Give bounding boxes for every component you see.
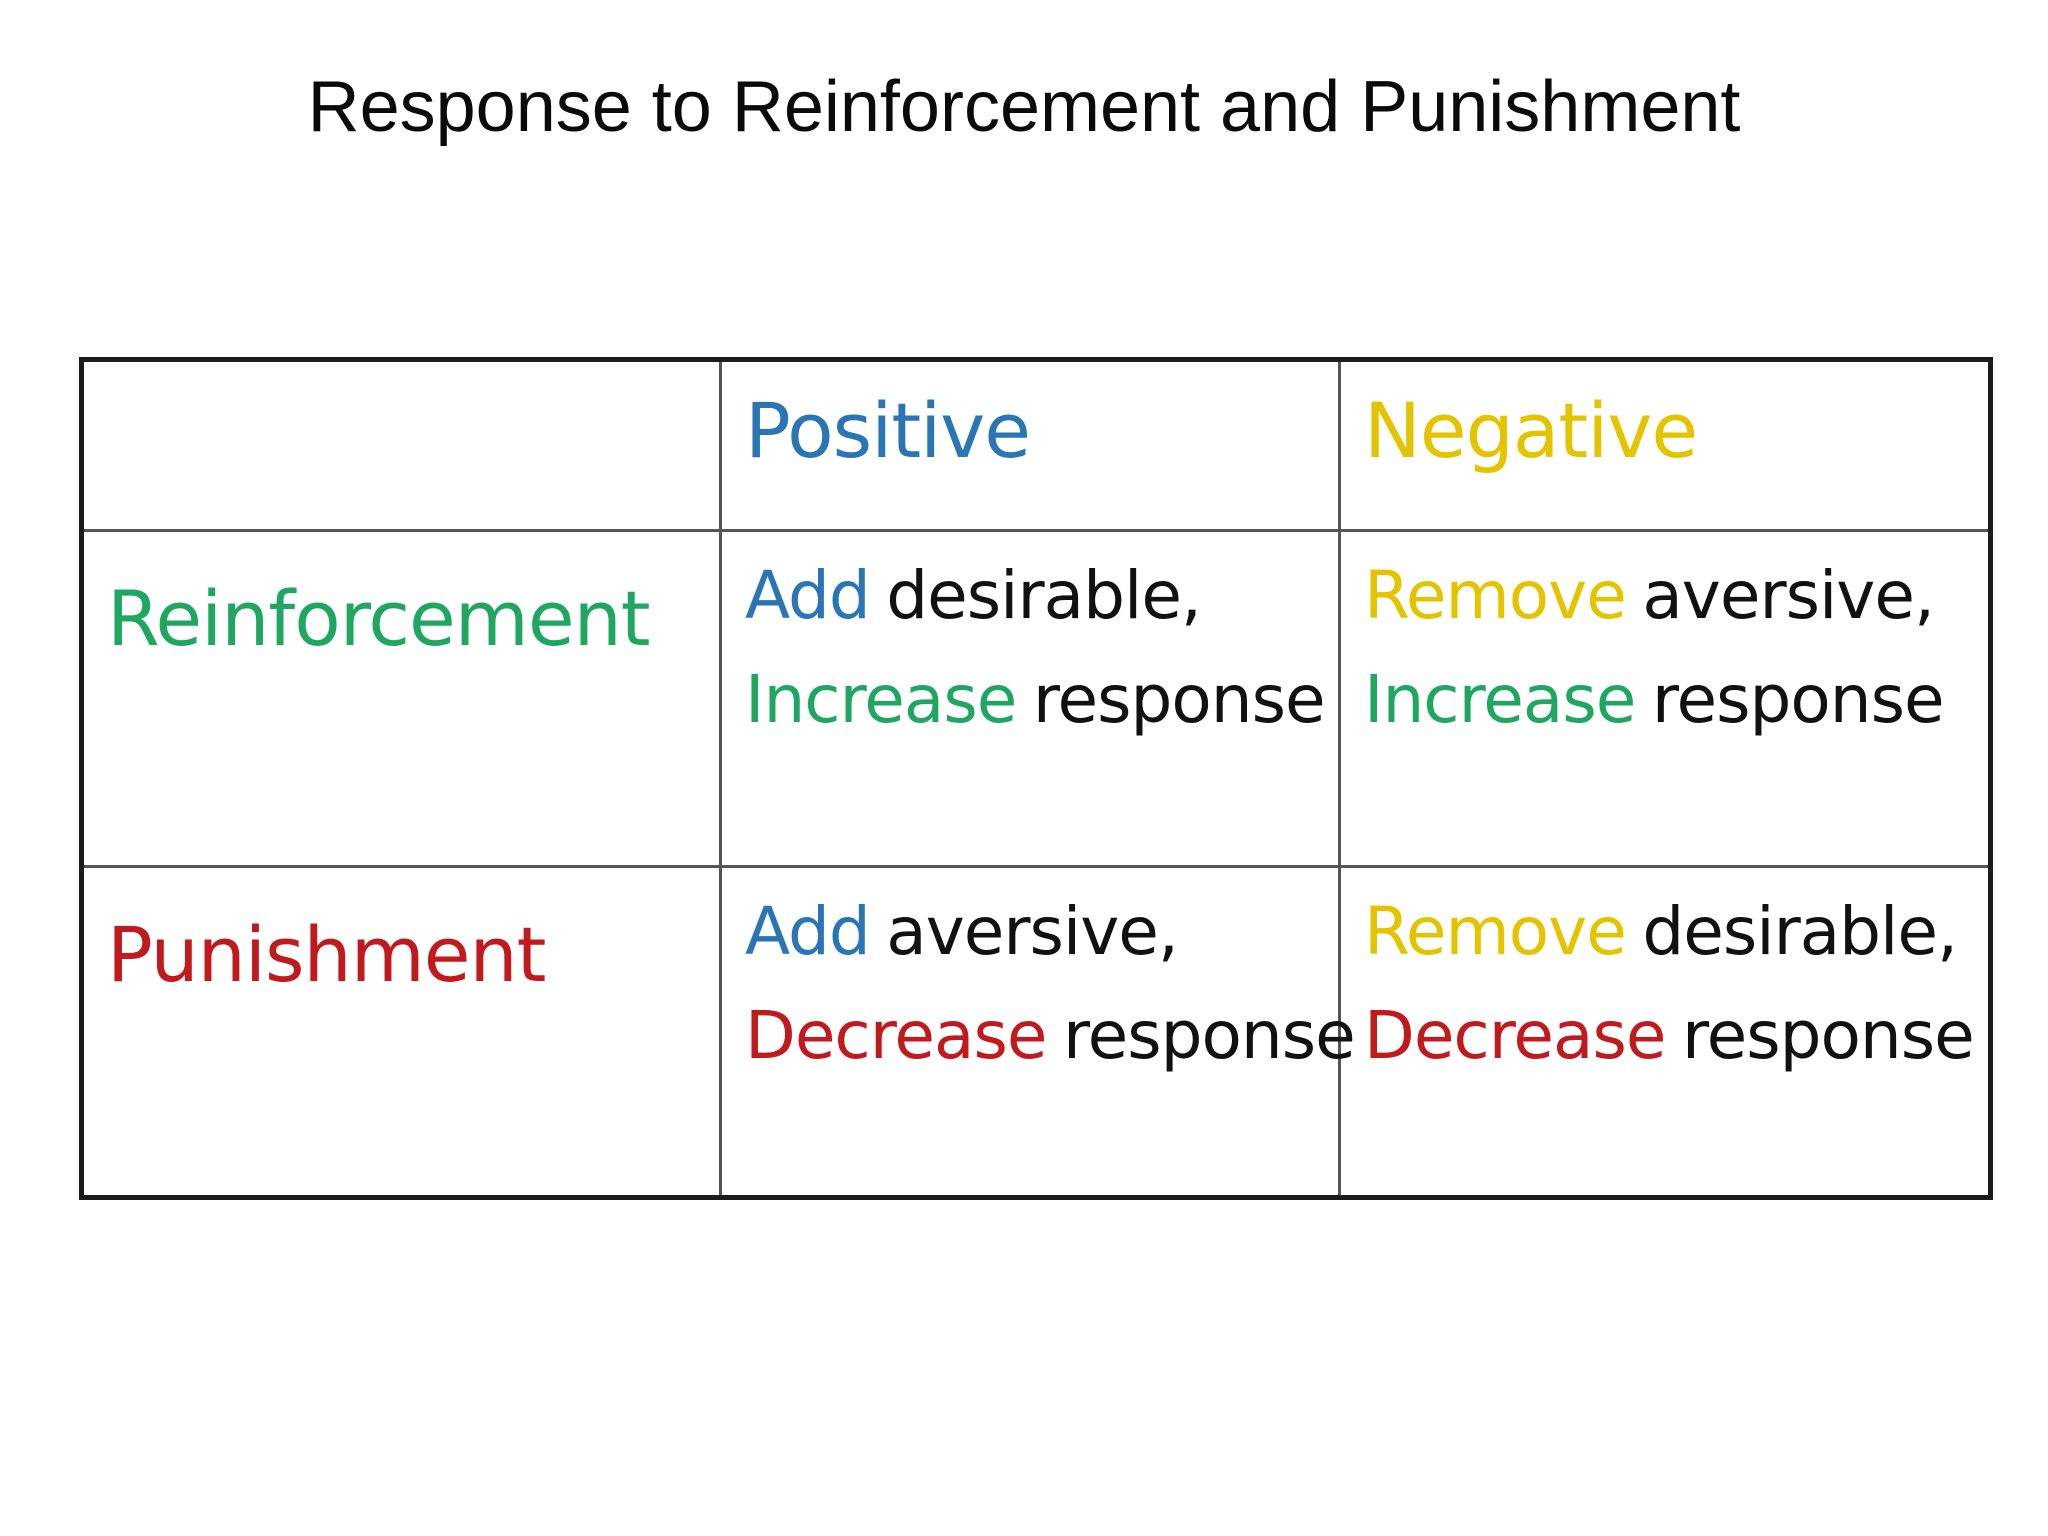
effect-word: Decrease — [1364, 997, 1666, 1074]
stimulus-word: aversive, — [1642, 557, 1935, 634]
header-negative-cell: Negative — [1341, 362, 1991, 529]
row-head-reinforcement: Reinforcement — [107, 574, 651, 663]
slide-title: Response to Reinforcement and Punishment — [307, 67, 1741, 147]
row-divider — [84, 529, 1988, 532]
response-word: response — [1651, 661, 1945, 738]
row-head-reinforcement-cell: Reinforcement — [84, 532, 719, 865]
effect-word: Decrease — [745, 997, 1047, 1074]
stimulus-word: aversive, — [886, 893, 1179, 970]
action-word: Remove — [1364, 557, 1627, 634]
effect-word: Increase — [1364, 661, 1636, 738]
column-divider — [1338, 362, 1341, 1195]
header-positive: Positive — [745, 386, 1031, 475]
header-corner-cell — [84, 362, 719, 529]
row-head-punishment: Punishment — [107, 910, 546, 999]
response-word: response — [1062, 997, 1356, 1074]
effect-word: Increase — [745, 661, 1017, 738]
row-head-punishment-cell: Punishment — [84, 868, 719, 1200]
stimulus-word: desirable, — [886, 557, 1202, 634]
row-divider — [84, 865, 1988, 868]
response-word: response — [1032, 661, 1326, 738]
action-word: Remove — [1364, 893, 1627, 970]
action-word: Add — [745, 893, 871, 970]
stimulus-word: desirable, — [1642, 893, 1958, 970]
column-divider — [719, 362, 722, 1195]
header-negative: Negative — [1364, 386, 1698, 475]
action-word: Add — [745, 557, 871, 634]
response-word: response — [1681, 997, 1975, 1074]
header-positive-cell: Positive — [722, 362, 1338, 529]
